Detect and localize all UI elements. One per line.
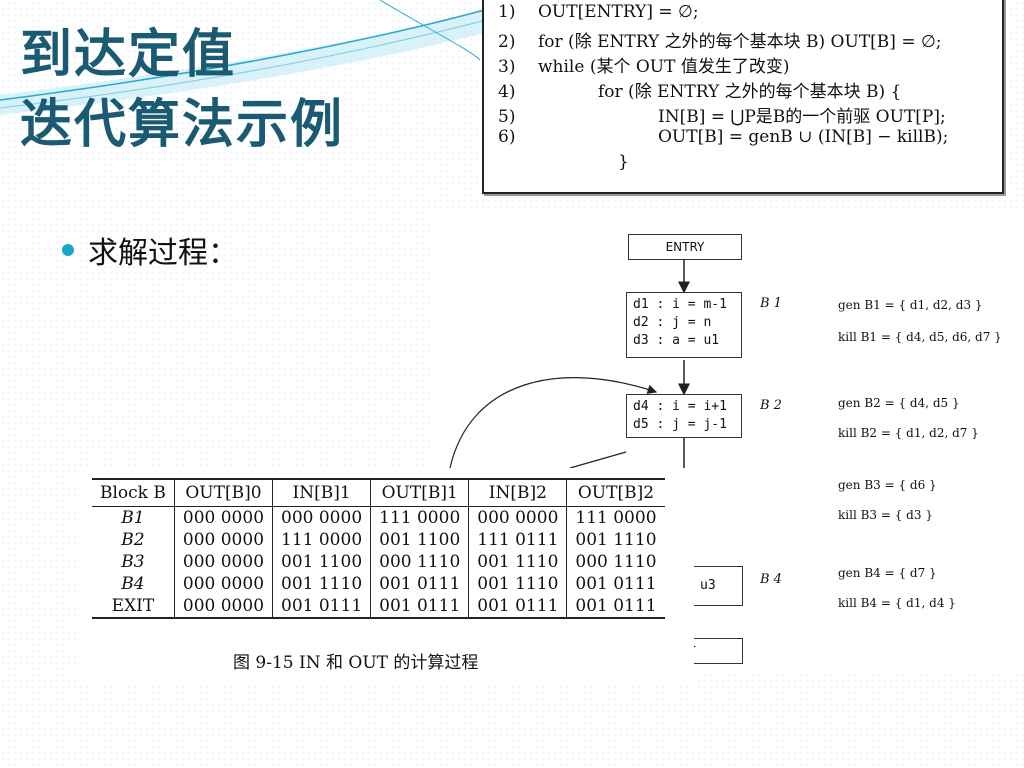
table-caption: 图 9-15 IN 和 OUT 的计算过程 <box>233 653 479 673</box>
gen-b3: gen B3 = { d6 } <box>838 478 937 492</box>
title-line-1: 到达定值 <box>20 25 237 85</box>
algo-line-1: 1)OUT[ENTRY] = ∅; <box>498 2 699 22</box>
algo-line-5: 5)IN[B] = ⋃P是B的一个前驱 OUT[P]; <box>498 107 946 127</box>
cell: 111 0111 <box>468 529 567 551</box>
block-b1-node: d1 : i = m-1 d2 : j = n d3 : a = u1 <box>626 292 742 358</box>
cell: 001 1110 <box>272 573 371 595</box>
bullet-dot-icon <box>62 244 74 256</box>
algo-line-6: 6)OUT[B] = genB ∪ (IN[B] − killB); <box>498 127 949 147</box>
cell: 001 0111 <box>370 595 469 619</box>
cell: 000 0000 <box>173 573 273 595</box>
algo-line-7: } <box>618 152 629 172</box>
cell: 001 0111 <box>566 573 665 595</box>
cell: 000 1110 <box>370 551 469 573</box>
cell: 001 0111 <box>272 595 371 619</box>
table-header-row: Block B OUT[B]0 IN[B]1 OUT[B]1 IN[B]2 OU… <box>92 478 665 507</box>
cell: 000 0000 <box>173 506 273 529</box>
flow-graph-edges <box>449 260 690 470</box>
row-exit-block: EXIT <box>92 595 175 619</box>
b2-line-1: d4 : i = i+1 <box>633 399 727 414</box>
row-b3-block: B3 <box>121 552 145 572</box>
kill-b2: kill B2 = { d1, d2, d7 } <box>838 426 979 440</box>
cell: 001 1110 <box>468 573 567 595</box>
in-out-table: Block B OUT[B]0 IN[B]1 OUT[B]1 IN[B]2 OU… <box>92 478 665 619</box>
bullet-text: 求解过程： <box>88 236 238 271</box>
cell: 001 0111 <box>566 595 665 619</box>
row-b2-block: B2 <box>121 530 145 550</box>
cell: 001 1110 <box>566 529 665 551</box>
cell: 001 0111 <box>370 573 469 595</box>
col-out0: OUT[B]0 <box>173 478 273 507</box>
table-row: B3 000 0000 001 1100 000 1110 001 1110 0… <box>92 551 665 573</box>
table-row: B4 000 0000 001 1110 001 0111 001 1110 0… <box>92 573 665 595</box>
col-block: Block B <box>92 478 175 507</box>
cell: 001 1110 <box>468 551 567 573</box>
cell: 001 1100 <box>272 551 371 573</box>
table-row: B1 000 0000 000 0000 111 0000 000 0000 1… <box>92 506 665 529</box>
table-row: B2 000 0000 111 0000 001 1100 111 0111 0… <box>92 529 665 551</box>
b2-line-2: d5 : j = j-1 <box>633 417 727 432</box>
block-b2-node: d4 : i = i+1 d5 : j = j-1 <box>626 394 742 438</box>
cell: 000 0000 <box>272 506 371 529</box>
algo-line-2: 2)for (除 ENTRY 之外的每个基本块 B) OUT[B] = ∅; <box>498 32 942 52</box>
algo-line-3: 3)while (某个 OUT 值发生了改变) <box>498 57 790 77</box>
title-line-2: 迭代算法示例 <box>20 95 345 155</box>
cell: 001 1100 <box>370 529 469 551</box>
table-row: EXIT 000 0000 001 0111 001 0111 001 0111… <box>92 595 665 619</box>
algo-line-4: 4)for (除 ENTRY 之外的每个基本块 B) { <box>498 82 902 102</box>
kill-b1: kill B1 = { d4, d5, d6, d7 } <box>838 330 1002 344</box>
cell: 000 0000 <box>173 595 273 619</box>
gen-b4: gen B4 = { d7 } <box>838 566 937 580</box>
row-b4-block: B4 <box>121 574 145 594</box>
col-out1: OUT[B]1 <box>370 478 469 507</box>
b1-line-3: d3 : a = u1 <box>633 333 720 348</box>
algorithm-box: 1)OUT[ENTRY] = ∅; 2)for (除 ENTRY 之外的每个基本… <box>482 0 1004 194</box>
b1-label: B 1 <box>760 296 782 311</box>
in-out-table-figure: Block B OUT[B]0 IN[B]1 OUT[B]1 IN[B]2 OU… <box>78 468 694 682</box>
cell: 000 0000 <box>173 529 273 551</box>
b4-label: B 4 <box>760 572 782 587</box>
b1-line-2: d2 : j = n <box>633 315 712 330</box>
cell: 001 0111 <box>468 595 567 619</box>
entry-node: ENTRY <box>628 234 742 260</box>
col-in1: IN[B]1 <box>272 478 371 507</box>
cell: 000 0000 <box>468 506 567 529</box>
slide-title: 到达定值 迭代算法示例 <box>20 20 344 160</box>
cell: 111 0000 <box>566 506 665 529</box>
row-b1-block: B1 <box>121 508 145 528</box>
gen-b1: gen B1 = { d1, d2, d3 } <box>838 298 983 312</box>
b1-line-1: d1 : i = m-1 <box>633 297 727 312</box>
col-out2: OUT[B]2 <box>566 478 665 507</box>
col-in2: IN[B]2 <box>468 478 567 507</box>
bullet-item: 求解过程： <box>62 228 238 272</box>
gen-b2: gen B2 = { d4, d5 } <box>838 396 960 410</box>
cell: 111 0000 <box>272 529 371 551</box>
kill-b4: kill B4 = { d1, d4 } <box>838 596 956 610</box>
b2-label: B 2 <box>760 398 782 413</box>
cell: 000 0000 <box>173 551 273 573</box>
cell: 111 0000 <box>370 506 469 529</box>
kill-b3: kill B3 = { d3 } <box>838 508 933 522</box>
cell: 000 1110 <box>566 551 665 573</box>
